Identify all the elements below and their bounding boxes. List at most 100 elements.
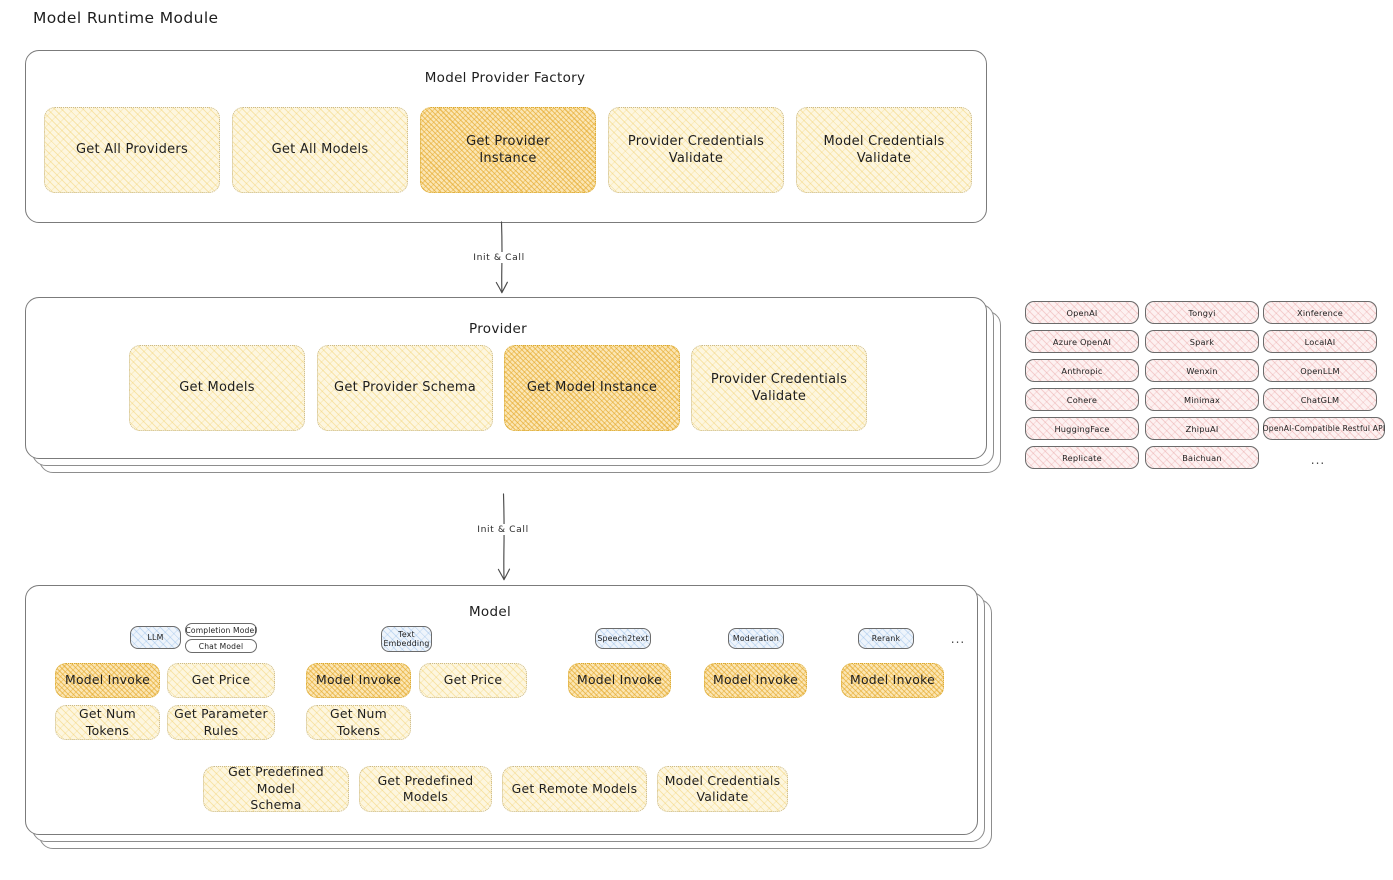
node-label: Get Price xyxy=(443,672,503,688)
llm-node-model-invoke[interactable]: Model Invoke xyxy=(55,663,160,698)
provider-chip-openai[interactable]: OpenAI xyxy=(1025,301,1139,324)
subtag-label: Chat Model xyxy=(198,641,244,651)
chip-label: ChatGLM xyxy=(1300,394,1340,405)
badge-label: Moderation xyxy=(732,633,780,643)
model-subtag-completion-model[interactable]: Completion Model xyxy=(185,623,257,637)
provider-chip-minimax[interactable]: Minimax xyxy=(1145,388,1259,411)
provider-chip-baichuan[interactable]: Baichuan xyxy=(1145,446,1259,469)
model-type-badge-moderation[interactable]: Moderation xyxy=(728,628,784,649)
node-label: Model Invoke xyxy=(316,672,401,688)
arrow-factory-to-provider xyxy=(470,221,540,297)
moderation-node-model-invoke[interactable]: Model Invoke xyxy=(704,663,807,698)
chip-label: OpenAI-Compatible Restful API xyxy=(1262,424,1386,433)
chip-label: Xinference xyxy=(1297,307,1343,318)
provider-node-get-models[interactable]: Get Models xyxy=(129,345,305,431)
provider-list-more: ... xyxy=(1310,453,1326,467)
node-label: Get All Providers xyxy=(75,142,189,158)
provider-chip-huggingface[interactable]: HuggingFace xyxy=(1025,417,1139,440)
subtag-label: Completion Model xyxy=(185,625,257,635)
provider-node-get-model-instance[interactable]: Get Model Instance xyxy=(504,345,680,431)
node-label: Model Invoke xyxy=(713,672,798,688)
node-label: Get Provider Schema xyxy=(334,380,476,396)
factory-node-get-all-providers[interactable]: Get All Providers xyxy=(44,107,220,193)
badge-label: Rerank xyxy=(871,633,901,643)
provider-chip-tongyi[interactable]: Tongyi xyxy=(1145,301,1259,324)
chip-label: LocalAI xyxy=(1304,336,1336,347)
node-label: Get All Models xyxy=(271,142,369,158)
rerank-node-model-invoke[interactable]: Model Invoke xyxy=(841,663,944,698)
llm-node-get-price[interactable]: Get Price xyxy=(167,663,275,698)
node-label: Get Models xyxy=(179,380,255,396)
chip-label: Replicate xyxy=(1062,452,1102,463)
model-type-badge-llm[interactable]: LLM xyxy=(130,626,181,649)
provider-chip-cohere[interactable]: Cohere xyxy=(1025,388,1139,411)
chip-label: Wenxin xyxy=(1186,365,1218,376)
speech2text-node-model-invoke[interactable]: Model Invoke xyxy=(568,663,671,698)
provider-chip-chatglm[interactable]: ChatGLM xyxy=(1263,388,1377,411)
provider-chip-spark[interactable]: Spark xyxy=(1145,330,1259,353)
chip-label: Tongyi xyxy=(1188,307,1216,318)
provider-chip-openllm[interactable]: OpenLLM xyxy=(1263,359,1377,382)
model-type-badge-rerank[interactable]: Rerank xyxy=(858,628,914,649)
node-label: Model Invoke xyxy=(850,672,935,688)
provider-chip-zhipuai[interactable]: ZhipuAI xyxy=(1145,417,1259,440)
badge-label: LLM xyxy=(147,632,164,642)
model-types-more: ... xyxy=(950,632,966,646)
badge-label: Speech2text xyxy=(597,633,649,643)
chip-label: OpenAI xyxy=(1066,307,1098,318)
provider-chip-azure-openai[interactable]: Azure OpenAI xyxy=(1025,330,1139,353)
provider-chip-openai-compatible-restful-api[interactable]: OpenAI-Compatible Restful API xyxy=(1263,417,1385,440)
chip-label: Baichuan xyxy=(1182,452,1222,463)
node-label: Get Num Tokens xyxy=(79,706,136,738)
node-label: Model Invoke xyxy=(577,672,662,688)
provider-chip-localai[interactable]: LocalAI xyxy=(1263,330,1377,353)
arrow-init-and-call-icon xyxy=(497,493,511,581)
text-embedding-node-model-invoke[interactable]: Model Invoke xyxy=(306,663,411,698)
node-label: Get Remote Models xyxy=(511,780,638,796)
chip-label: ZhipuAI xyxy=(1185,423,1219,434)
arrow-label-init-call-2: Init & Call xyxy=(474,524,532,535)
text-embedding-node-get-num-tokens[interactable]: Get Num Tokens xyxy=(306,705,411,740)
chip-label: Anthropic xyxy=(1061,365,1103,376)
provider-chip-anthropic[interactable]: Anthropic xyxy=(1025,359,1139,382)
chip-label: Spark xyxy=(1189,336,1215,347)
provider-chip-replicate[interactable]: Replicate xyxy=(1025,446,1139,469)
model-provider-factory-title: Model Provider Factory xyxy=(424,70,586,86)
llm-node-get-num-tokens[interactable]: Get Num Tokens xyxy=(55,705,160,740)
node-label: Model Invoke xyxy=(65,672,150,688)
chip-label: Minimax xyxy=(1183,394,1221,405)
provider-node-get-provider-schema[interactable]: Get Provider Schema xyxy=(317,345,493,431)
node-label: Get Model Instance xyxy=(526,380,658,396)
arrow-label-init-call-1: Init & Call xyxy=(470,252,528,263)
text-embedding-node-get-price[interactable]: Get Price xyxy=(419,663,527,698)
chip-label: Cohere xyxy=(1066,394,1098,405)
model-node-get-remote-models[interactable]: Get Remote Models xyxy=(502,766,647,812)
provider-chip-wenxin[interactable]: Wenxin xyxy=(1145,359,1259,382)
node-label: Get Num Tokens xyxy=(330,706,387,738)
provider-chip-xinference[interactable]: Xinference xyxy=(1263,301,1377,324)
node-label: Get Price xyxy=(191,672,251,688)
chip-label: OpenLLM xyxy=(1300,365,1340,376)
arrow-init-and-call-icon xyxy=(495,221,508,294)
model-title: Model xyxy=(468,604,512,620)
factory-node-get-all-models[interactable]: Get All Models xyxy=(232,107,408,193)
page-title: Model Runtime Module xyxy=(33,9,219,27)
model-subtag-chat-model[interactable]: Chat Model xyxy=(185,639,257,653)
model-type-badge-speech2text[interactable]: Speech2text xyxy=(595,628,651,649)
